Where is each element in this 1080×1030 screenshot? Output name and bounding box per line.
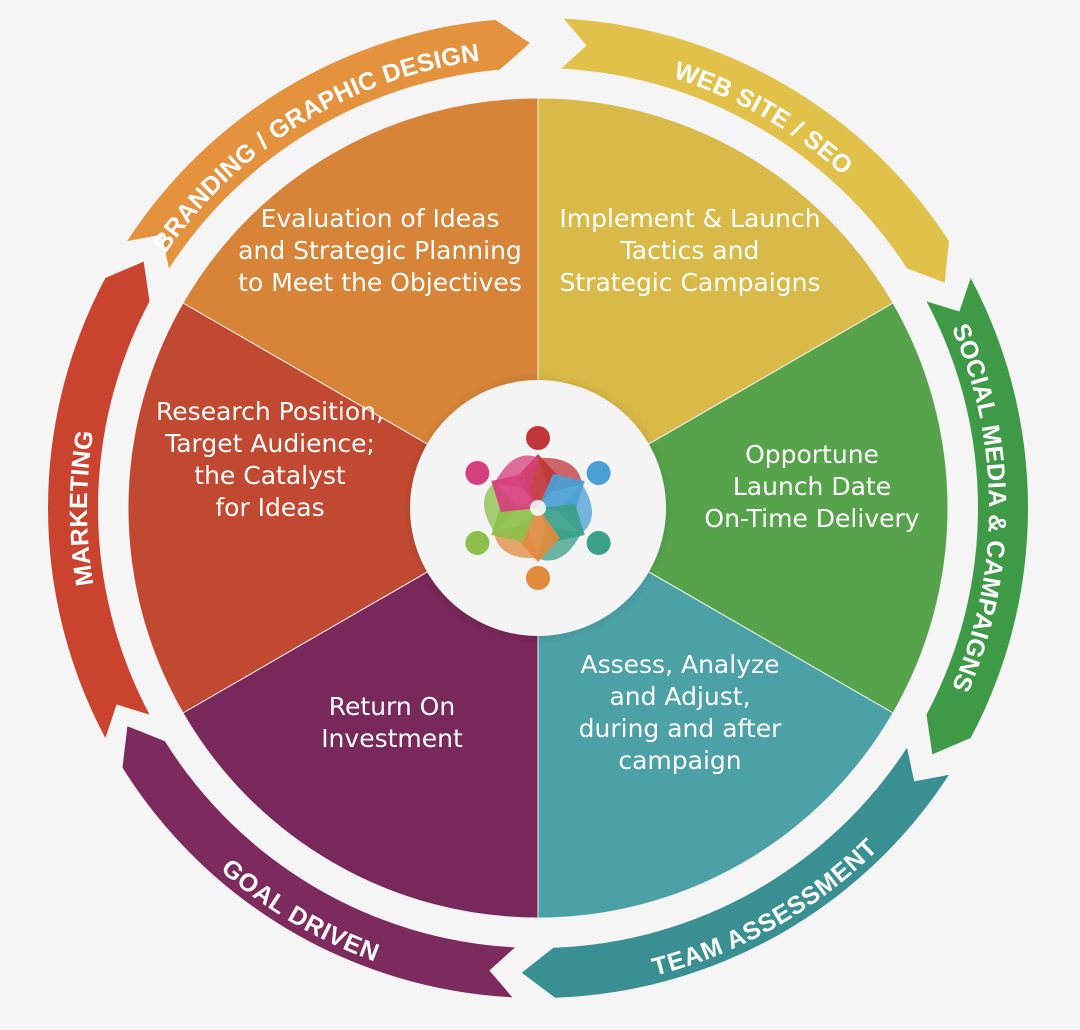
segment-research: Research Position, Target Audience; the Ca…: [127, 302, 539, 714]
segment-label-line: Strategic Campaigns: [560, 268, 821, 297]
logo-center: [530, 500, 546, 516]
segment-label-line: Investment: [321, 724, 463, 753]
segment-label: Evaluation of Ideas and Strategic Plannin…: [238, 204, 522, 297]
segment-wedge: [127, 302, 539, 714]
segment-shade: [127, 303, 538, 713]
segment-label-line: to Meet the Objectives: [238, 268, 522, 297]
segment-label: Return On Investment: [321, 692, 463, 753]
logo-figure-head: [465, 531, 490, 555]
ring-arrow-shape: [926, 277, 1028, 755]
ring-arrow-shape: [561, 18, 949, 283]
segment-label-line: On-Time Delivery: [704, 504, 919, 533]
segment-label-line: Return On: [329, 692, 455, 721]
logo-figure-head: [586, 531, 611, 555]
segment-label-line: Assess, Analyze: [581, 650, 780, 679]
segment-label-line: Target Audience;: [164, 429, 375, 458]
segment-label-line: and Adjust,: [609, 682, 750, 711]
ring-arrow-shape: [127, 19, 530, 269]
segment-label-line: and Strategic Planning: [238, 236, 522, 265]
segment-label: Research Position, Target Audience; the Ca…: [156, 397, 384, 522]
logo-figure: [465, 455, 540, 513]
segment-label-line: Research Position,: [156, 397, 384, 426]
segment-label-line: during and after: [579, 714, 782, 743]
ring-arrow-shape: [47, 261, 150, 739]
segment-label-line: campaign: [618, 746, 741, 775]
logo-figure-head: [526, 426, 550, 450]
segment-wedge: [537, 302, 949, 714]
logo-figure-head: [526, 566, 550, 590]
logo-figure-head: [465, 461, 490, 485]
ring-arrow-shape: [521, 747, 949, 998]
segment-label-line: the Catalyst: [194, 461, 346, 490]
segment-label-line: Implement & Launch: [559, 204, 820, 233]
segment-label-line: Launch Date: [733, 472, 891, 501]
ring-arrow-marketing: MARKETING: [47, 261, 150, 739]
team-logo-icon: [465, 426, 611, 590]
segment-label-line: for Ideas: [215, 493, 324, 522]
segment-label: Assess, Analyze and Adjust, during and aft…: [579, 650, 782, 775]
segment-label-line: Tactics and: [620, 236, 760, 265]
segment-shade: [538, 303, 948, 713]
ring-arrow-shape: [122, 726, 515, 998]
logo-figure-arm: [494, 455, 540, 490]
inner-wheel: Evaluation of Ideas and Strategic Plannin…: [127, 97, 949, 919]
logo-figure-head: [586, 461, 611, 485]
segment-label-line: Evaluation of Ideas: [261, 204, 500, 233]
segment-label-line: Opportune: [745, 440, 879, 469]
